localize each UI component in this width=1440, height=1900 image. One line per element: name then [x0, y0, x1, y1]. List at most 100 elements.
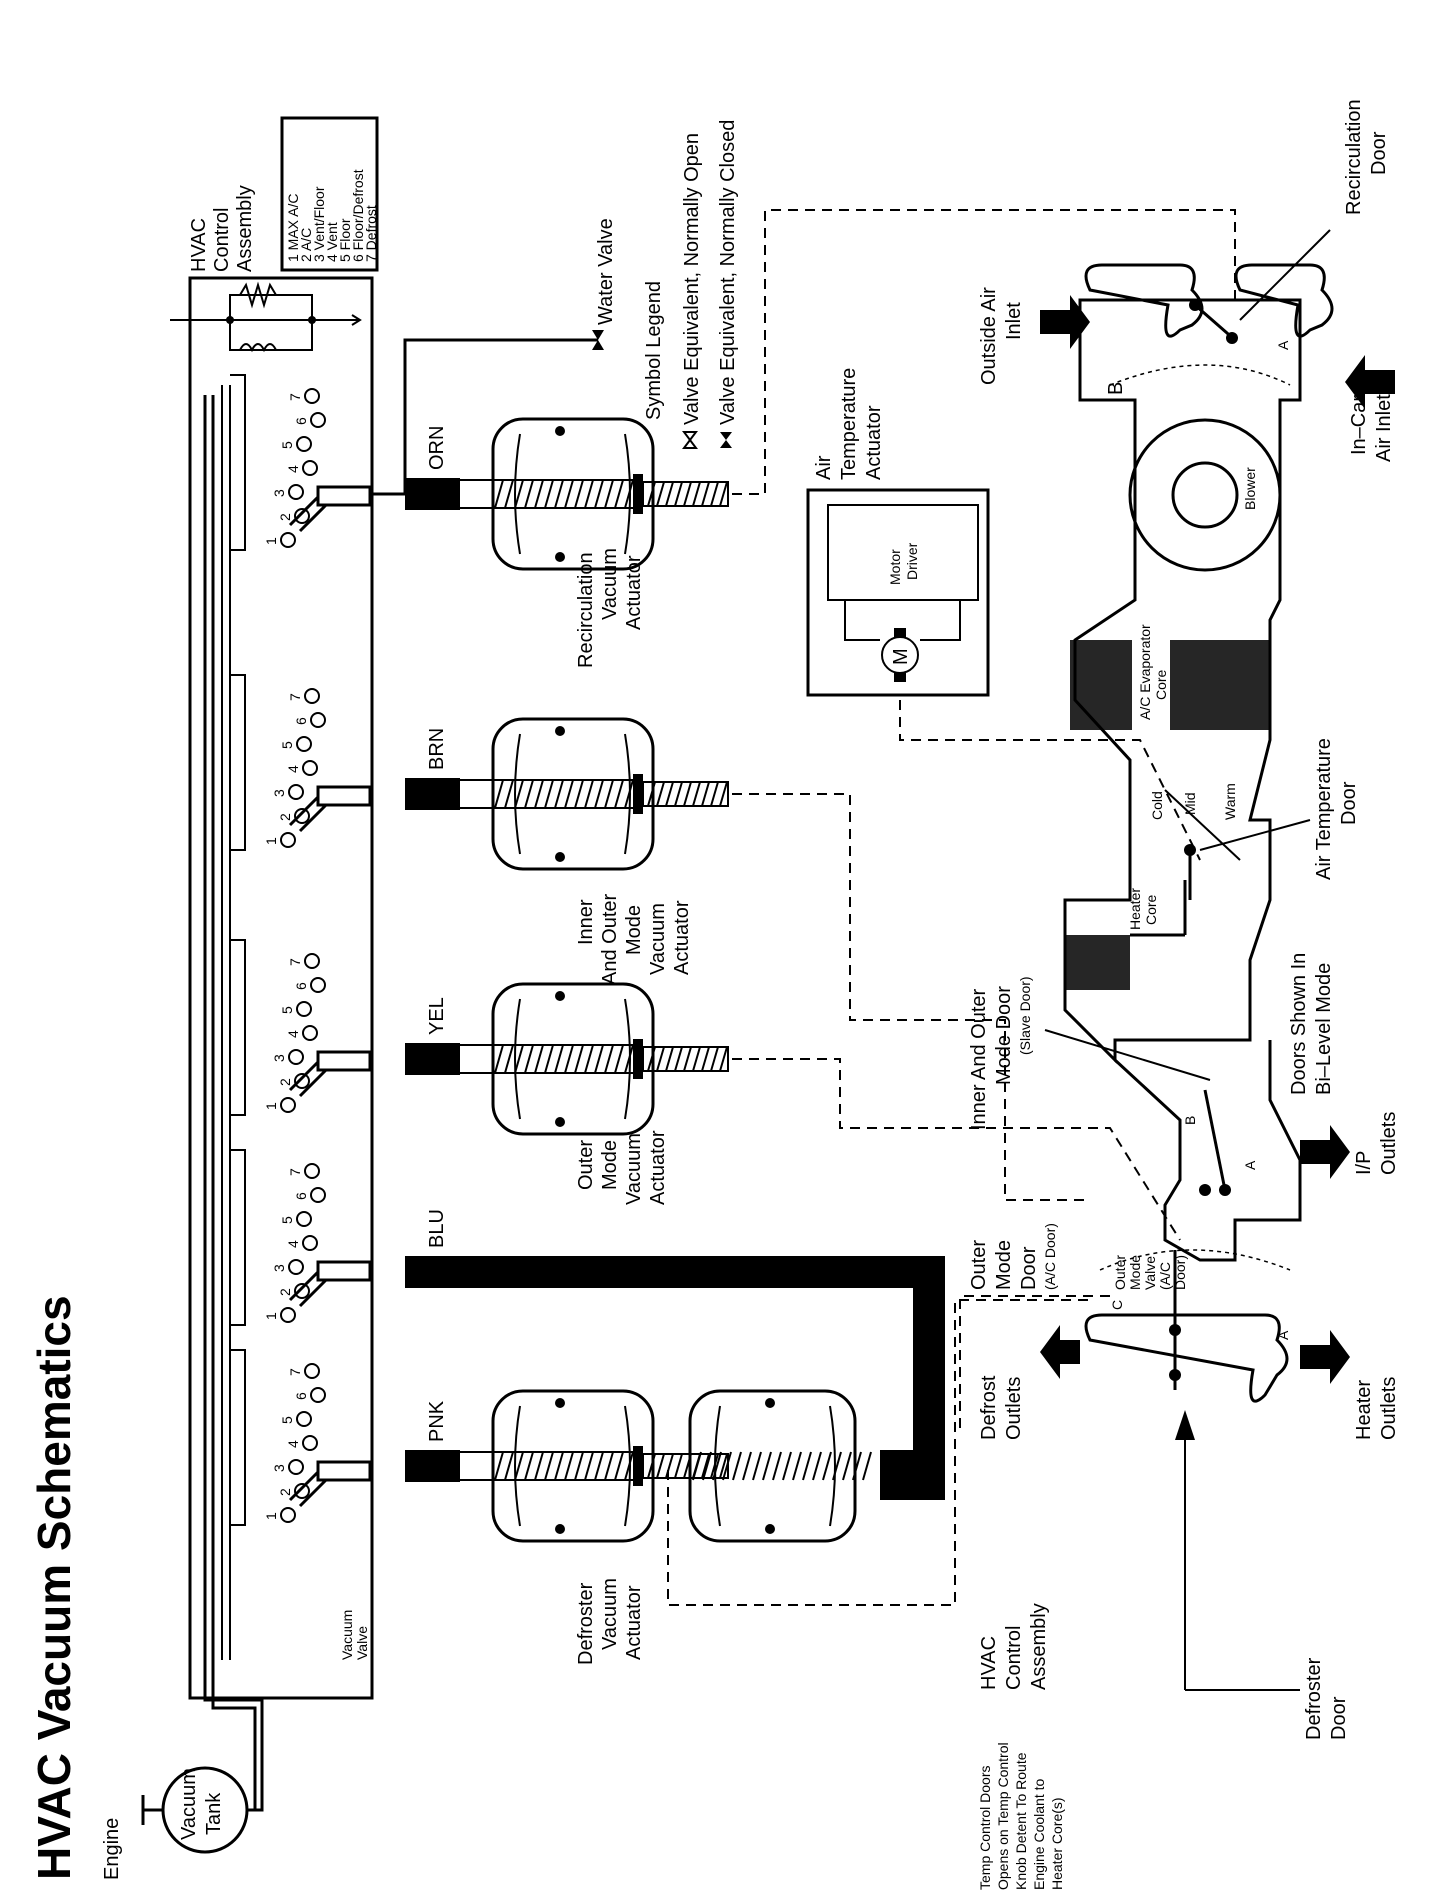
valve-position-number: 4	[285, 1030, 301, 1038]
recirc-actuator-label-2: Vacuum	[599, 548, 621, 620]
air-temp-actuator-label-1: Air	[813, 455, 835, 480]
vacuum-tank-label-2: Tank	[203, 1792, 225, 1835]
ip-outlets-label-1: I/P	[1353, 1151, 1375, 1175]
actuator-linkages	[667, 209, 1236, 1606]
defroster-actuator-label-1: Defroster	[575, 1582, 597, 1665]
evaporator-label-2: Core	[1153, 669, 1169, 700]
diagram-title: HVAC Vacuum Schematics	[28, 1295, 80, 1880]
outer-mode-valve-label-3: Valve	[1142, 1256, 1158, 1290]
door-letter-a-mode: A	[1242, 1160, 1258, 1170]
temp-warm-label: Warm	[1222, 783, 1238, 820]
door-letter-c-defrost: C	[1109, 1300, 1125, 1310]
valve-position-number: 7	[287, 1168, 303, 1176]
air-temperature-door-label-1: Air Temperature	[1313, 738, 1335, 880]
heater-outlets-label-2: Outlets	[1378, 1377, 1400, 1440]
symbol-legend-closed: Valve Equivalent, Normally Closed	[717, 120, 739, 425]
recirc-actuator-label-1: Recirculation	[575, 552, 597, 668]
vacuum-actuator-body	[460, 717, 729, 871]
door-letter-a-recirc: A	[1275, 340, 1291, 350]
valve-position-number: 4	[285, 465, 301, 473]
slave-door-label: (Slave Door)	[1017, 976, 1033, 1055]
temp-note-line-4: Engine Coolant to	[1031, 1778, 1047, 1890]
in-car-air-inlet-label-1: In–Car	[1348, 395, 1370, 455]
vacuum-actuators	[460, 417, 872, 1543]
control-assembly-bottom-3: Assembly	[1028, 1603, 1050, 1690]
inner-outer-actuator-label-5: Actuator	[671, 900, 693, 975]
ac-door-label: (A/C Door)	[1042, 1223, 1058, 1290]
legend-item-1: 1 MAX A/C	[285, 194, 301, 262]
heater-core-label-1: Heater	[1127, 888, 1143, 930]
valve-position-number: 2	[277, 813, 293, 821]
outer-mode-actuator-label-2: Mode	[599, 1140, 621, 1190]
outer-mode-actuator-label-3: Vacuum	[623, 1133, 645, 1205]
defroster-door-label-2: Door	[1328, 1696, 1350, 1740]
hose-yel-label: YEL	[426, 997, 448, 1035]
hose-brn-label: BRN	[426, 728, 448, 770]
inner-outer-actuator-label-4: Vacuum	[647, 903, 669, 975]
outside-air-inlet-label-2: Inlet	[1003, 302, 1025, 340]
temp-note-line-1: Temp Control Doors	[977, 1766, 993, 1891]
valve-position-number: 6	[293, 1392, 309, 1400]
vacuum-actuator-body	[460, 417, 729, 571]
vacuum-actuator-body	[460, 1389, 729, 1543]
outside-air-inlet-label-1: Outside Air	[978, 287, 1000, 385]
legend-item-2: 2 A/C	[298, 228, 314, 262]
valve-position-number: 2	[277, 1078, 293, 1086]
valve-position-number: 3	[271, 489, 287, 497]
valve-position-number: 5	[279, 1006, 295, 1014]
outer-mode-valve-label-1: Outer	[1112, 1255, 1128, 1290]
door-letter-a-defrost: A	[1275, 1330, 1291, 1340]
temp-note-line-2: Opens on Temp Control	[995, 1742, 1011, 1890]
outer-mode-door-label-3: Door	[1018, 1246, 1040, 1290]
valve-position-number: 2	[277, 1488, 293, 1496]
defrost-outlets-label-2: Outlets	[1003, 1377, 1025, 1440]
control-assembly-label-2: Control	[211, 208, 233, 272]
recirculation-door-label-1: Recirculation	[1343, 99, 1365, 215]
vacuum-actuator-body	[460, 982, 729, 1136]
control-assembly-label-1: HVAC	[188, 218, 210, 272]
valve-position-number: 6	[293, 982, 309, 990]
temp-note-line-3: Knob Detent To Route	[1013, 1752, 1029, 1890]
defrost-outlets-label-1: Defrost	[978, 1375, 1000, 1440]
outer-mode-actuator-label-4: Actuator	[647, 1130, 669, 1205]
vacuum-valve-label-1: Vacuum	[339, 1610, 355, 1660]
legend-item-7: 7 Defrost	[363, 205, 379, 262]
water-valve: Water Valve	[592, 218, 617, 350]
valve-position-number: 1	[263, 1512, 279, 1520]
valve-position-number: 3	[271, 1054, 287, 1062]
temp-cold-label: Cold	[1149, 791, 1165, 820]
valve-position-number: 6	[293, 417, 309, 425]
valve-position-number: 3	[271, 1464, 287, 1472]
air-temp-actuator-label-2: Temperature	[838, 368, 860, 480]
air-handler-labels: Outside Air Inlet In–Car Air Inlet Recir…	[968, 99, 1400, 1740]
inner-outer-mode-door-label-2: Mode Door	[993, 986, 1015, 1085]
valve-position-number: 5	[279, 1416, 295, 1424]
vacuum-tank-label-1: Vacuum	[178, 1768, 200, 1840]
blower-label: Blower	[1242, 467, 1258, 510]
legend-item-6: 6 Floor/Defrost	[350, 169, 366, 262]
inner-outer-actuator-label-1: Inner	[575, 899, 597, 945]
in-car-air-inlet-label-2: Air Inlet	[1373, 394, 1395, 462]
door-letter-b-recirc: B	[1105, 382, 1127, 395]
valve-position-number: 1	[263, 1102, 279, 1110]
hose-pnk-label: PNK	[426, 1400, 448, 1442]
legend-item-3: 3 Vent/Floor	[311, 186, 327, 262]
outer-mode-valve-label-5: Door)	[1172, 1255, 1188, 1290]
motor-driver-label-1: Motor	[887, 549, 903, 585]
defroster-actuator-second-chamber	[688, 1389, 872, 1543]
outer-mode-valve-label-4: (A/C	[1157, 1262, 1173, 1290]
valve-position-number: 5	[279, 741, 295, 749]
defroster-actuator-label-2: Vacuum	[599, 1578, 621, 1650]
heater-outlets-label-1: Heater	[1353, 1380, 1375, 1440]
engine-vacuum-tank: Engine Vacuum Tank	[101, 1660, 264, 1880]
valve-position-number: 7	[287, 958, 303, 966]
outer-mode-actuator-label-1: Outer	[575, 1140, 597, 1190]
temp-note-line-5: Heater Core(s)	[1049, 1797, 1065, 1890]
valve-section: 1 2 3 4 5 6 7	[230, 939, 372, 1116]
vacuum-hoses: ORN BRN YEL BLU PNK	[370, 338, 945, 1500]
hose-blu-label: BLU	[426, 1209, 448, 1248]
valve-position-number: 3	[271, 1264, 287, 1272]
